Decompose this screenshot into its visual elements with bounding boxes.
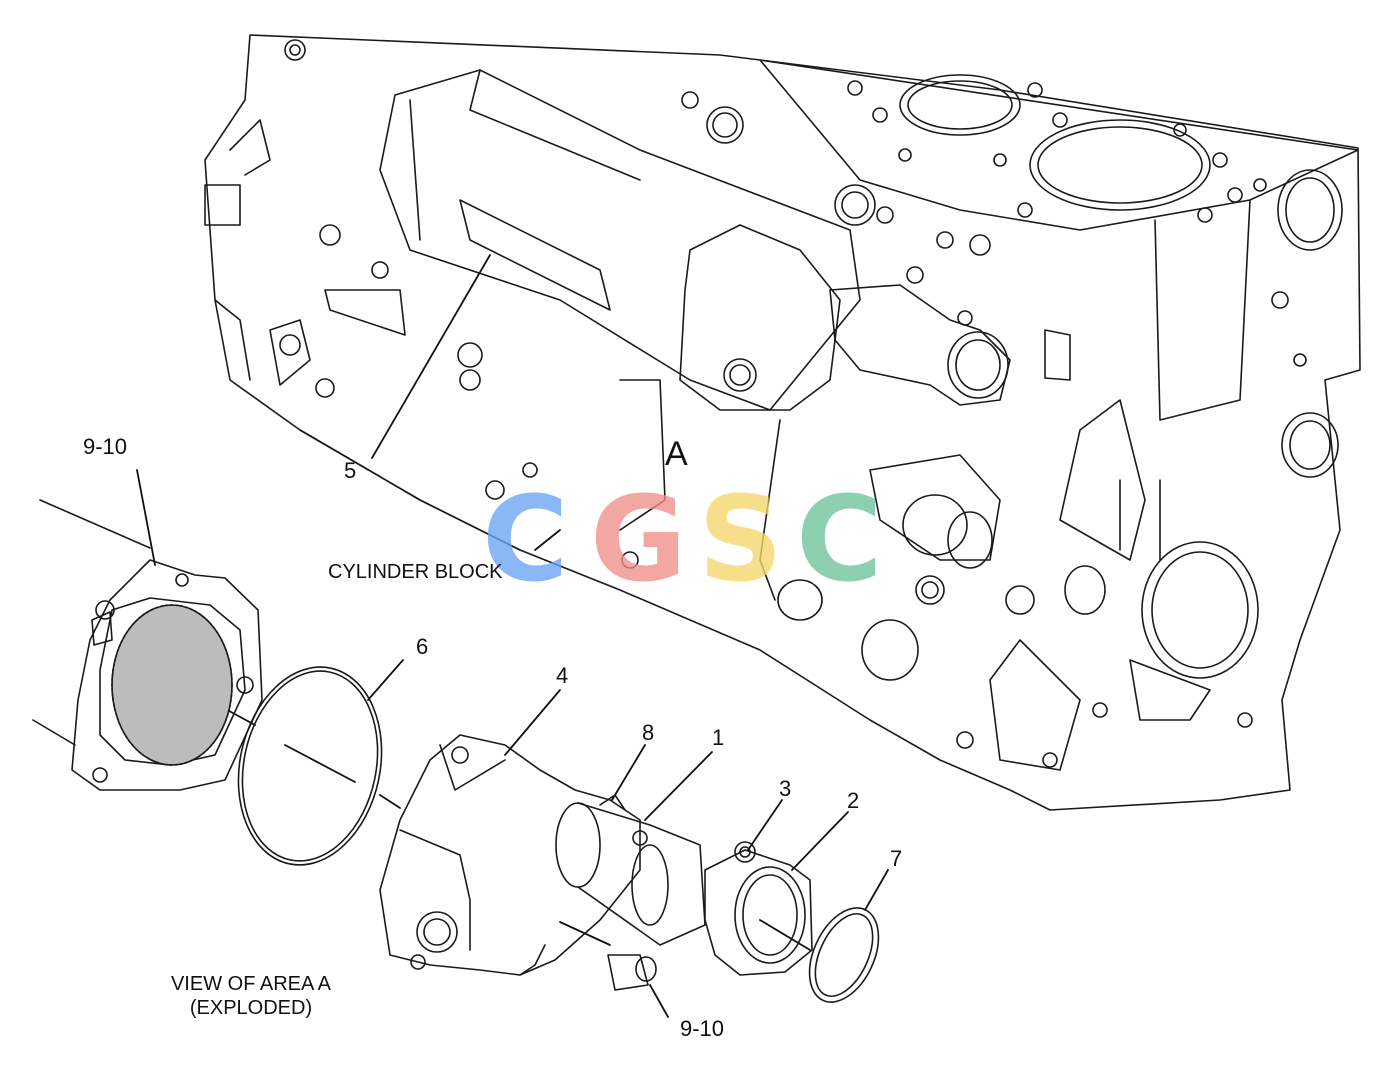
callout-area-a: A <box>665 435 688 473</box>
view-of-area-line-1: VIEW OF AREA A <box>170 973 332 995</box>
callout-9-10-top: 9-10 <box>83 434 128 459</box>
part-2-adapter <box>704 841 813 976</box>
callout-4: 4 <box>556 663 569 688</box>
watermark-letter-2: G <box>590 470 687 608</box>
callout-7: 7 <box>890 846 903 871</box>
callout-3: 3 <box>779 776 792 801</box>
part-9-10-screen-plate <box>32 499 263 791</box>
part-4-housing <box>379 734 641 976</box>
watermark-letter-4: C <box>796 470 883 608</box>
callout-6: 6 <box>416 634 429 659</box>
callout-1: 1 <box>712 725 725 750</box>
cylinder-block-caption: CYLINDER BLOCK <box>328 561 503 583</box>
part-9-10-bolt <box>607 954 657 991</box>
callout-5: 5 <box>344 458 357 483</box>
watermark-letter-1: C <box>482 470 569 608</box>
view-of-area-line-2: (EXPLODED) <box>189 997 313 1019</box>
part-1-tube <box>555 794 706 946</box>
part-7-gasket <box>808 907 880 1003</box>
watermark-letter-3: S <box>698 470 783 608</box>
cylinder-block-drawing <box>204 34 1361 811</box>
view-of-area-caption: VIEW OF AREA A (EXPLODED) <box>158 972 344 1020</box>
part-6-o-ring <box>237 666 383 866</box>
callout-2: 2 <box>847 788 860 813</box>
callout-8: 8 <box>642 720 655 745</box>
leader-lines <box>136 254 889 1018</box>
callout-9-10-bottom: 9-10 <box>680 1016 725 1041</box>
